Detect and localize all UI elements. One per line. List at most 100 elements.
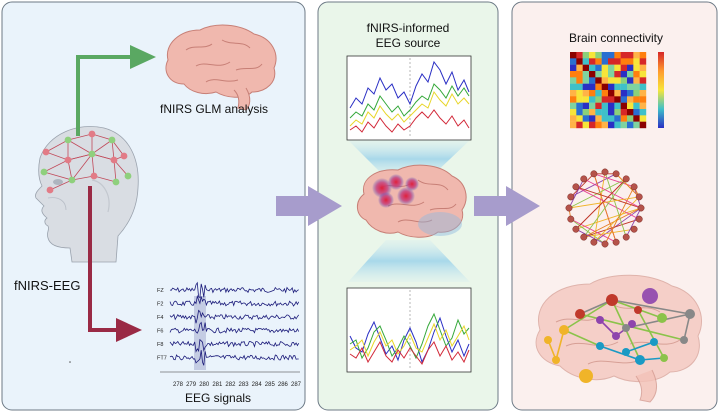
matrix-cell	[601, 64, 609, 72]
graph-edge	[583, 228, 635, 238]
brain-icon-source	[357, 164, 467, 238]
eeg-trace	[169, 309, 300, 324]
graph-edge	[615, 173, 640, 198]
matrix-cell	[639, 77, 647, 84]
matrix-cell	[627, 96, 634, 103]
trace-yellow	[349, 90, 470, 127]
graph-edge	[575, 178, 627, 230]
matrix-cell	[627, 58, 634, 65]
matrix-cell	[614, 121, 621, 129]
eeg-trace	[169, 281, 299, 299]
graph-edge	[583, 207, 642, 238]
matrix-cell	[582, 64, 590, 72]
matrix-cell	[627, 71, 634, 78]
matrix-cell	[639, 115, 647, 122]
eeg-channel-label: F8	[157, 342, 163, 348]
matrix-cell	[620, 90, 628, 97]
graph-edge	[593, 171, 606, 243]
matrix-cell	[570, 109, 577, 116]
source-plot-top	[346, 55, 472, 141]
matrix-cell	[570, 115, 577, 122]
matrix-cell	[633, 71, 640, 78]
matrix-cell	[570, 52, 577, 59]
matrix-cell	[614, 52, 621, 59]
matrix-cell	[633, 52, 640, 59]
matrix-cell	[601, 102, 609, 110]
matrix-cell	[576, 52, 583, 59]
matrix-cell	[627, 83, 634, 91]
matrix-cell	[608, 109, 615, 116]
matrix-cell	[595, 77, 602, 84]
eeg-tick-label: 279	[186, 382, 197, 388]
matrix-cell	[639, 58, 647, 65]
matrix-cell	[627, 64, 634, 72]
matrix-cell	[639, 102, 647, 110]
matrix-cell	[582, 71, 590, 78]
matrix-cell	[614, 102, 621, 110]
matrix-cell	[595, 71, 602, 78]
matrix-cell	[576, 77, 583, 84]
label-fnirs-eeg: fNIRS-EEG	[14, 278, 80, 293]
colorbar	[658, 52, 664, 128]
matrix-cell	[608, 83, 615, 91]
matrix-cell	[595, 96, 602, 103]
matrix-cell	[582, 58, 590, 65]
matrix-cell	[620, 71, 628, 78]
matrix-cell	[627, 115, 634, 122]
matrix-cell	[570, 102, 577, 110]
matrix-cell	[601, 115, 609, 122]
matrix-cell	[608, 121, 615, 129]
matrix-cell	[627, 102, 634, 110]
brain-icon-glm	[165, 24, 277, 111]
trace-green	[349, 83, 470, 119]
eeg-tick-label: 283	[239, 382, 250, 388]
matrix-cell	[627, 121, 634, 129]
matrix-cell	[601, 83, 609, 91]
matrix-cell	[601, 71, 609, 78]
graph-edge	[575, 186, 640, 220]
matrix-cell	[627, 77, 634, 84]
arrow-green-head	[130, 45, 156, 69]
matrix-cell	[589, 58, 596, 65]
matrix-cell	[608, 52, 615, 59]
matrix-cell	[582, 90, 590, 97]
matrix-cell	[614, 58, 621, 65]
matrix-cell	[595, 102, 602, 110]
graph-node	[567, 215, 575, 223]
matrix-cell	[614, 64, 621, 72]
graph-node	[572, 183, 580, 191]
trace-yellow-b	[349, 322, 470, 358]
matrix-cell	[639, 52, 647, 59]
matrix-cell	[582, 121, 590, 129]
eeg-channel-label: FT7	[157, 356, 167, 362]
eeg-tick-label: 284	[252, 382, 263, 388]
eeg-tick-label: 286	[278, 382, 289, 388]
matrix-cell	[620, 64, 628, 72]
matrix-cell	[595, 58, 602, 65]
graph-node	[622, 175, 630, 183]
matrix-cell	[633, 102, 640, 110]
matrix-cell	[620, 83, 628, 91]
matrix-cell	[601, 109, 609, 116]
matrix-cell	[582, 52, 590, 59]
matrix-cell	[595, 109, 602, 116]
matrix-cell	[570, 83, 577, 91]
trace-red	[349, 109, 470, 133]
middle-title-line1: fNIRS-informed	[367, 21, 450, 35]
matrix-cell	[589, 115, 596, 122]
matrix-cell	[627, 90, 634, 97]
graph-node	[630, 183, 638, 191]
right-title: Brain connectivity	[569, 31, 663, 45]
eeg-tick-label: 278	[173, 382, 184, 388]
arrow-middle-to-right	[474, 186, 540, 226]
matrix-cell	[589, 109, 596, 116]
matrix-cell	[633, 115, 640, 122]
optode-dots	[40, 130, 132, 194]
graph-node	[580, 175, 588, 183]
matrix-cell	[570, 121, 577, 129]
graph-node	[601, 168, 609, 176]
matrix-cell	[614, 71, 621, 78]
